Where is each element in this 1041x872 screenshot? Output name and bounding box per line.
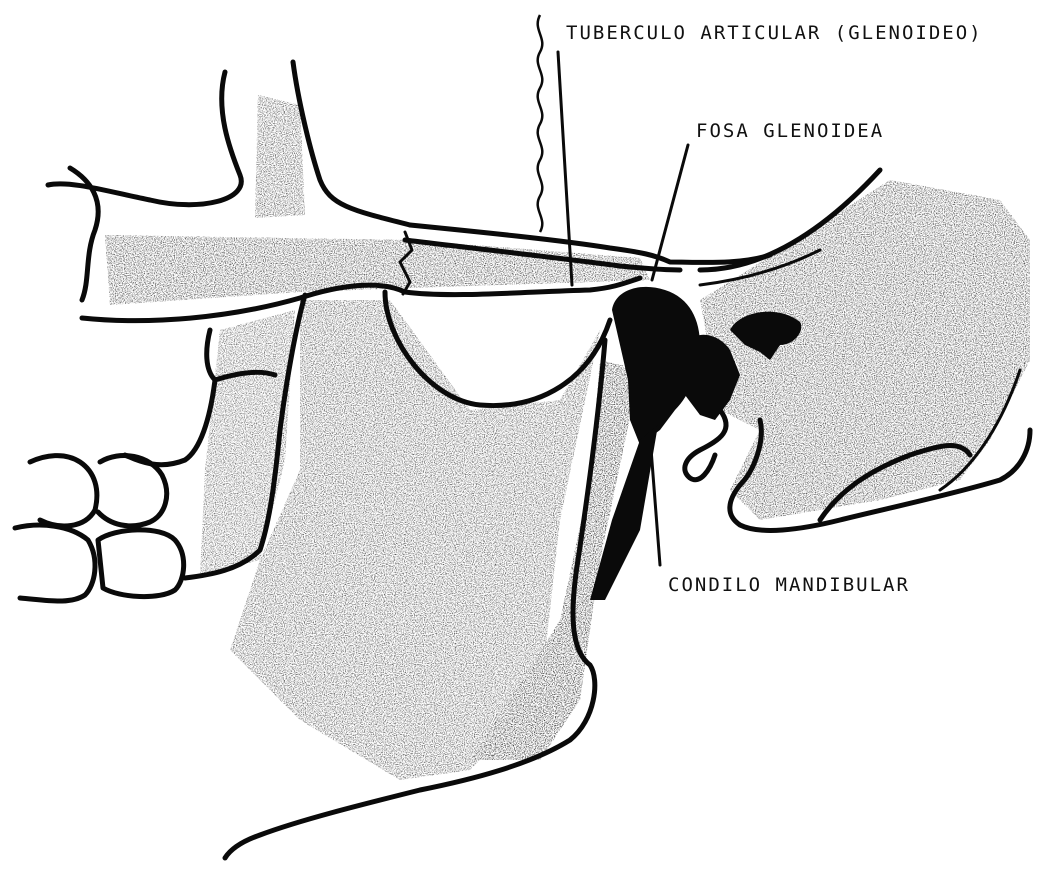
molar-lower-right — [98, 530, 184, 597]
tuberculo-leader — [558, 52, 572, 285]
upper-process-left-outline — [48, 72, 241, 205]
molar-upper-left — [30, 456, 97, 526]
molar-lower-left — [15, 525, 95, 601]
upper-process-shading — [255, 95, 305, 218]
mastoid-outline — [685, 410, 726, 480]
label-fosa-glenoidea: FOSA GLENOIDEA — [696, 120, 884, 142]
maxilla-lower-outline — [125, 380, 215, 465]
wavy-leader-line — [538, 15, 543, 232]
molar-upper-right — [98, 456, 167, 526]
label-tuberculo-articular: TUBERCULO ARTICULAR (GLENOIDEO) — [566, 22, 983, 44]
label-condilo-mandibular: CONDILO MANDIBULAR — [668, 574, 910, 596]
upper-process-right-outline — [293, 62, 410, 225]
